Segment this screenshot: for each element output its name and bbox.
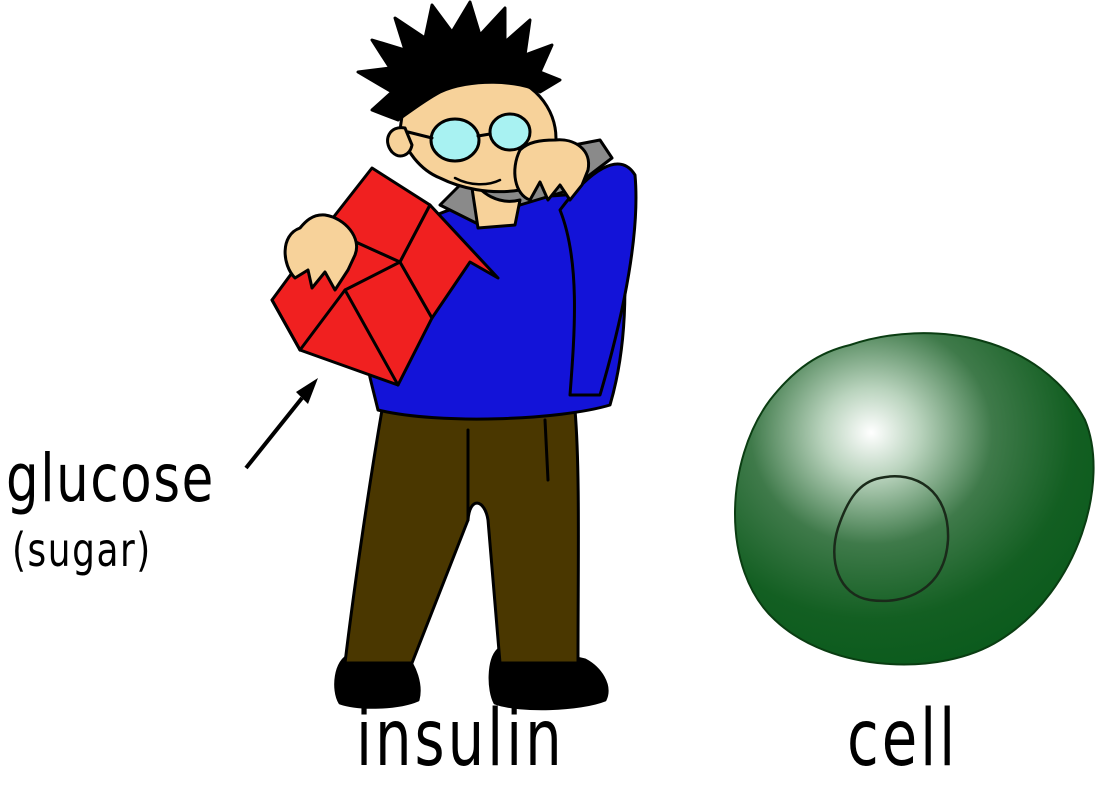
cell-icon [735,333,1094,664]
pointer-arrow-icon [246,378,318,468]
sugar-label: (sugar) [12,527,152,573]
pants [345,410,578,663]
cell-label: cell [847,700,958,778]
cell-membrane [735,333,1094,664]
glucose-label: glucose [6,446,215,512]
insulin-label: insulin [356,700,565,778]
right-hand [515,140,589,200]
insulin-character-icon [272,2,636,709]
